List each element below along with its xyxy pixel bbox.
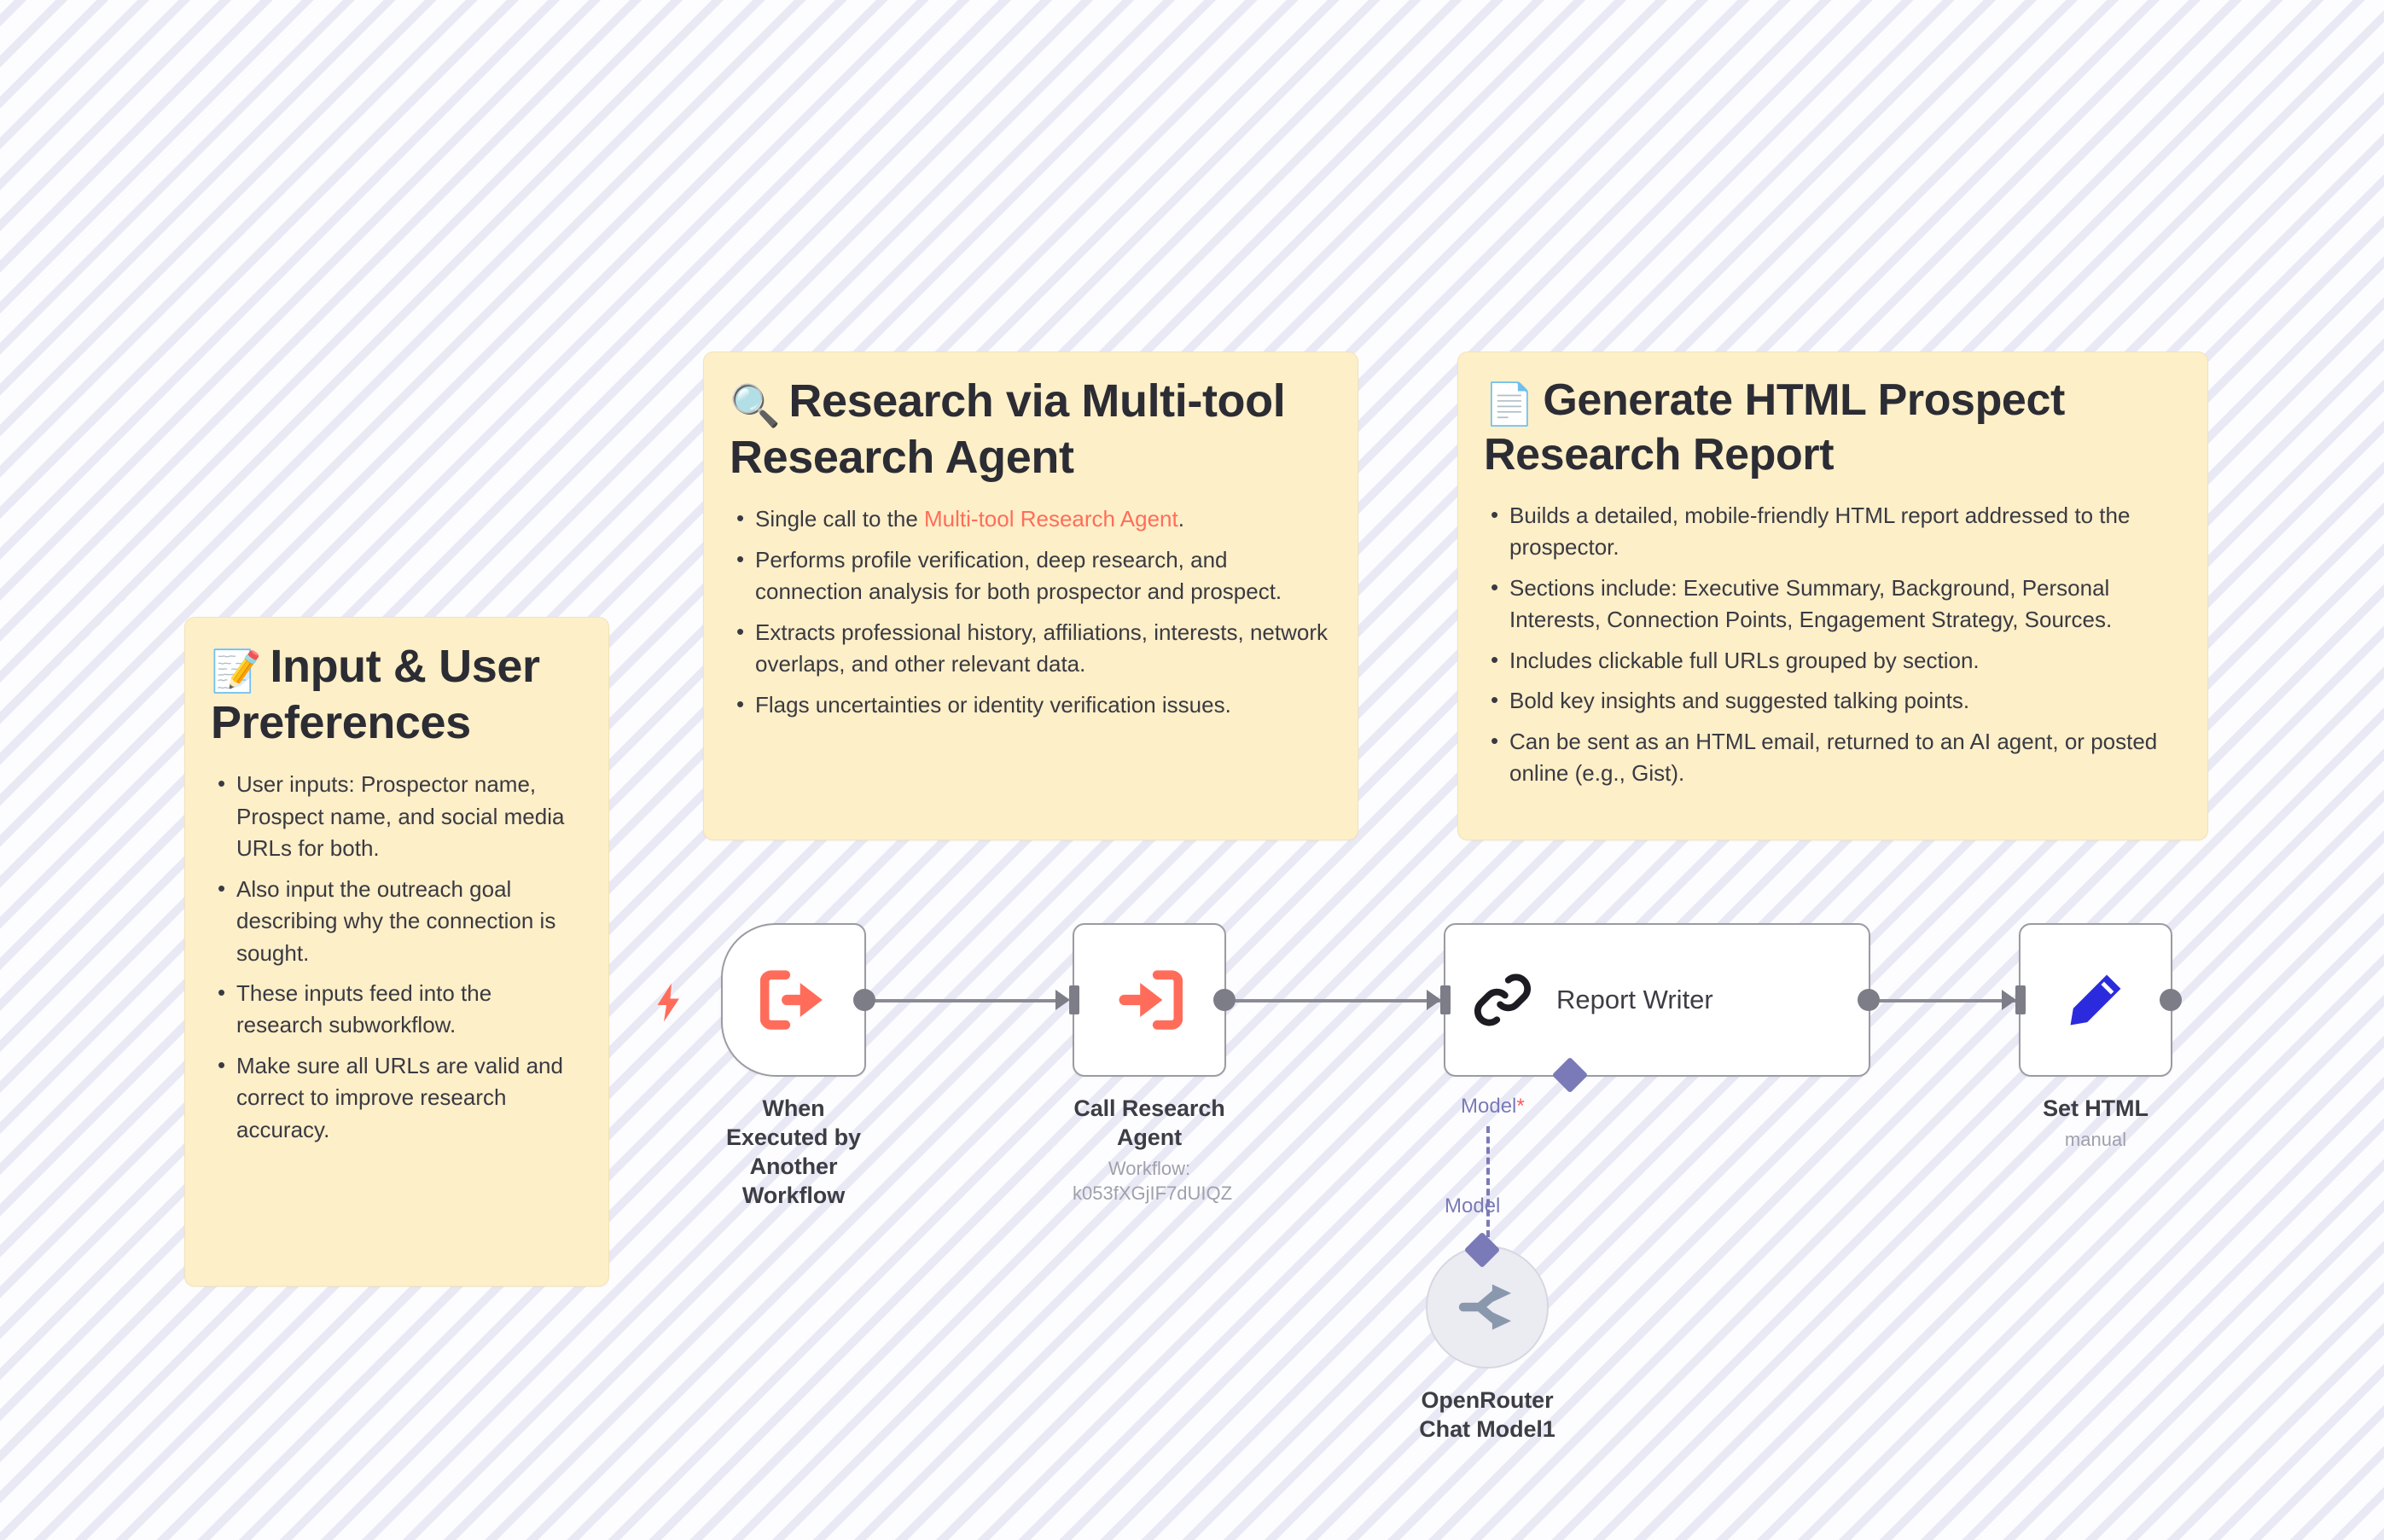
connection-report-writer-to-model bbox=[1486, 1126, 1490, 1237]
node-body[interactable] bbox=[721, 923, 875, 1077]
sticky-note-research-via-multi-tool-research-agent[interactable]: 🔍Research via Multi-tool Research Agent … bbox=[703, 352, 1358, 840]
model-port-label-required: Model* bbox=[1461, 1095, 1525, 1118]
execute-workflow-trigger-icon bbox=[760, 968, 827, 1032]
sticky-note-input-user-preferences[interactable]: 📝Input & User Preferences User inputs: P… bbox=[184, 617, 609, 1287]
list-item: Performs profile verification, deep rese… bbox=[730, 543, 1332, 608]
list-item: Bold key insights and suggested talking … bbox=[1484, 684, 2182, 717]
list-item: Also input the outreach goal describing … bbox=[211, 873, 583, 969]
node-when-executed-by-another-workflow[interactable]: When Executed by Another Workflow bbox=[721, 923, 875, 1210]
openrouter-icon bbox=[1457, 1281, 1518, 1334]
node-body[interactable] bbox=[1069, 923, 1236, 1077]
lightning-bolt-icon bbox=[654, 983, 684, 1022]
sticky-note-title: 🔍Research via Multi-tool Research Agent bbox=[730, 375, 1286, 484]
output-port[interactable] bbox=[1213, 989, 1236, 1011]
magnifying-glass-icon: 🔍 bbox=[730, 384, 781, 429]
sticky-note-bullet-list: Single call to the Multi-tool Research A… bbox=[730, 503, 1332, 721]
model-port-label: Model bbox=[1445, 1194, 1501, 1217]
node-label: OpenRouter Chat Model1 bbox=[1419, 1387, 1555, 1443]
output-port[interactable] bbox=[853, 989, 875, 1011]
page-facing-up-icon: 📄 bbox=[1484, 382, 1535, 427]
sticky-note-title: 📝Input & User Preferences bbox=[211, 641, 540, 749]
sticky-note-bullet-list: Builds a detailed, mobile-friendly HTML … bbox=[1484, 499, 2182, 790]
pencil-edit-icon bbox=[2065, 969, 2126, 1031]
sticky-note-title: 📄Generate HTML Prospect Research Report bbox=[1484, 375, 2065, 480]
node-sublabel-mode: manual bbox=[2064, 1129, 2127, 1151]
node-report-writer[interactable]: Report Writer bbox=[1440, 923, 1880, 1094]
node-label: When Executed by Another Workflow bbox=[726, 1095, 861, 1209]
memo-icon: 📝 bbox=[211, 649, 262, 694]
list-item: Builds a detailed, mobile-friendly HTML … bbox=[1484, 499, 2182, 564]
list-item: These inputs feed into the research subw… bbox=[211, 977, 583, 1042]
list-item: Sections include: Executive Summary, Bac… bbox=[1484, 572, 2182, 636]
node-openrouter-chat-model1[interactable]: OpenRouter Chat Model1 bbox=[1406, 1231, 1568, 1444]
node-body[interactable] bbox=[2015, 923, 2182, 1077]
execute-sub-workflow-icon bbox=[1116, 968, 1183, 1032]
chain-link-icon bbox=[1474, 972, 1531, 1028]
input-port[interactable] bbox=[1440, 985, 1451, 1014]
list-item: Make sure all URLs are valid and correct… bbox=[211, 1049, 583, 1146]
list-item: Flags uncertainties or identity verifica… bbox=[730, 689, 1332, 721]
output-port[interactable] bbox=[2160, 989, 2182, 1011]
list-item: Can be sent as an HTML email, returned t… bbox=[1484, 725, 2182, 790]
node-body[interactable] bbox=[1426, 1246, 1549, 1369]
connection-report-writer-to-set-html bbox=[1870, 999, 2015, 1002]
required-asterisk: * bbox=[1516, 1095, 1525, 1118]
sticky-note-bullet-list: User inputs: Prospector name, Prospect n… bbox=[211, 768, 583, 1146]
list-item: Extracts professional history, affiliati… bbox=[730, 616, 1332, 681]
input-port[interactable] bbox=[1069, 985, 1079, 1014]
connection-trigger-to-call-research-agent bbox=[858, 999, 1062, 1002]
node-sublabel-workflow-id: Workflow: k053fXGjIF7dUIQZ bbox=[1073, 1158, 1233, 1204]
connection-call-research-agent-to-report-writer bbox=[1227, 999, 1440, 1002]
node-body[interactable]: Report Writer bbox=[1440, 923, 1880, 1094]
sticky-note-generate-html-prospect-research-report[interactable]: 📄Generate HTML Prospect Research Report … bbox=[1457, 352, 2208, 840]
input-port[interactable] bbox=[2015, 985, 2026, 1014]
node-inline-title: Report Writer bbox=[1556, 985, 1713, 1014]
node-label: Call Research Agent bbox=[1073, 1095, 1225, 1151]
node-label: Set HTML bbox=[2043, 1095, 2149, 1121]
list-item: Single call to the Multi-tool Research A… bbox=[730, 503, 1332, 535]
model-port-diamond[interactable] bbox=[1551, 1056, 1589, 1094]
list-item: Includes clickable full URLs grouped by … bbox=[1484, 644, 2182, 677]
output-port[interactable] bbox=[1858, 989, 1880, 1011]
inline-link-multi-tool-research-agent: Multi-tool Research Agent bbox=[924, 506, 1178, 532]
list-item: User inputs: Prospector name, Prospect n… bbox=[211, 768, 583, 864]
node-call-research-agent[interactable]: Call Research Agent Workflow: k053fXGjIF… bbox=[1069, 923, 1236, 1206]
node-set-html[interactable]: Set HTML manual bbox=[2015, 923, 2182, 1153]
